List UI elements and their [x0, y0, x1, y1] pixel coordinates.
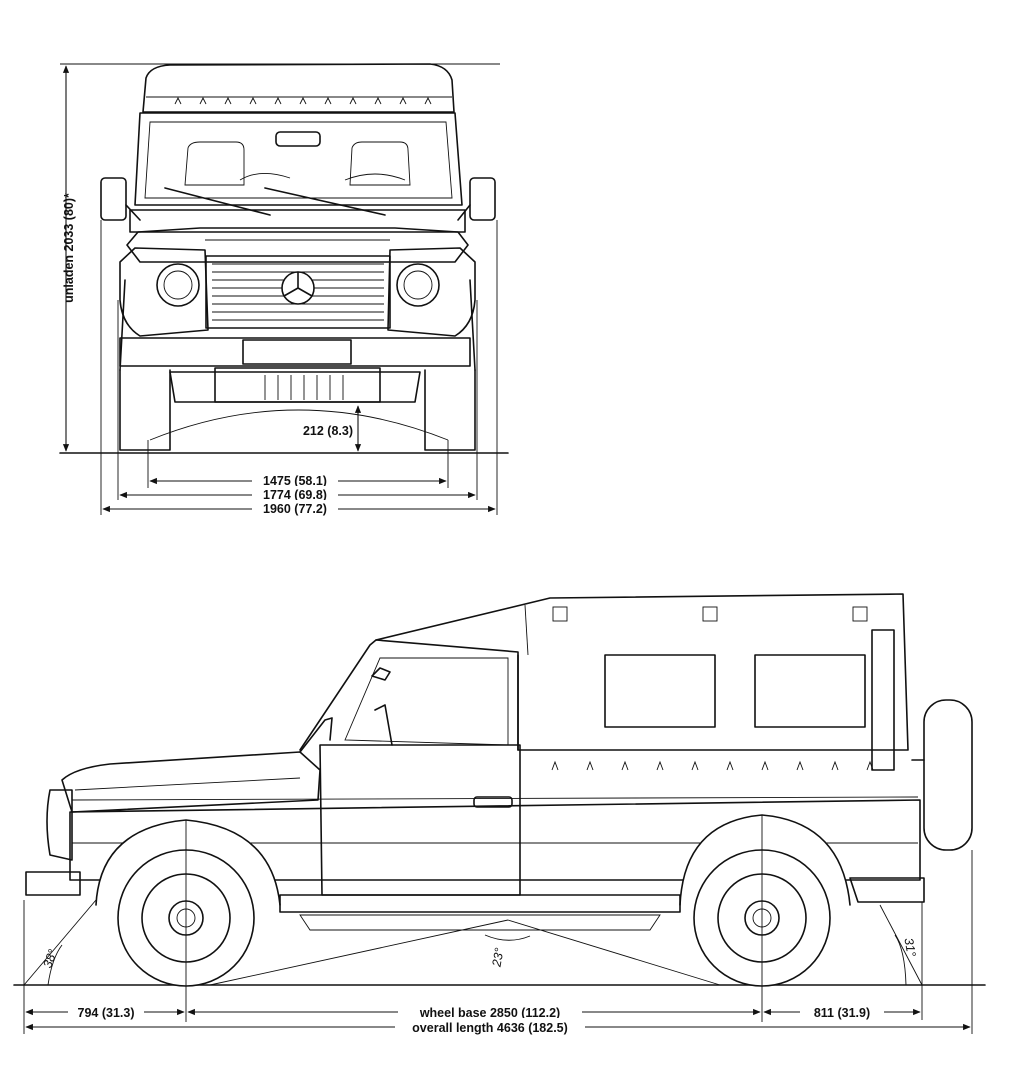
side-mirror-right — [469, 177, 496, 221]
front-bumper-side — [25, 871, 81, 896]
front-clearance-arc — [149, 409, 449, 441]
breakover-line-front — [209, 919, 509, 986]
headlight-right — [396, 263, 440, 307]
overall-width-label: 1960 (77.2) — [263, 502, 327, 516]
approach-angle-line — [23, 899, 97, 986]
windshield-side — [299, 717, 333, 753]
side-view: 38° 23° 31° 794 (31.3) wheel base 2850 (… — [13, 593, 986, 1035]
seat-left — [184, 141, 245, 186]
canopy-clip-1 — [552, 606, 568, 622]
door-window — [344, 657, 509, 746]
canopy-window-rear — [754, 654, 866, 728]
front-roof — [142, 63, 455, 113]
side-sill — [279, 894, 681, 913]
underbody-side — [299, 914, 661, 931]
height-label: unladen 2033 (80)* — [62, 193, 76, 303]
wiper-left — [164, 187, 271, 216]
departure-angle-label: 31° — [901, 937, 918, 958]
headlight-left — [156, 263, 200, 307]
side-mirror — [371, 667, 391, 681]
cowl — [129, 209, 466, 233]
door-handle — [473, 796, 513, 808]
spare-wheel — [923, 699, 973, 851]
canopy-window-front — [604, 654, 716, 728]
front-tyre-right — [424, 369, 476, 451]
rear-bumper-side — [849, 877, 925, 903]
breakover-line-rear — [507, 919, 721, 986]
canopy-fasteners — [551, 760, 874, 771]
canopy-rear-strut — [871, 629, 895, 771]
body-width-label: 1774 (69.8) — [263, 488, 327, 502]
overall-length-label: overall length 4636 (182.5) — [412, 1021, 568, 1035]
front-windshield-frame — [134, 112, 463, 206]
side-body-panel — [69, 799, 921, 881]
front-axle-housing — [214, 367, 381, 403]
front-overhang-label: 794 (31.3) — [78, 1006, 135, 1020]
front-bumper — [119, 337, 471, 367]
front-tyre-left — [119, 369, 171, 451]
side-mirror-left — [100, 177, 127, 221]
wheelbase-label: wheel base 2850 (112.2) — [419, 1006, 560, 1020]
front-grille — [205, 255, 391, 329]
front-end-side — [46, 789, 73, 861]
canopy-clip-2 — [702, 606, 718, 622]
departure-angle-line — [879, 904, 923, 986]
approach-angle-label: 38° — [40, 947, 60, 970]
roof-fasteners — [174, 96, 432, 105]
track-label: 1475 (58.1) — [263, 474, 327, 488]
side-bonnet — [61, 751, 321, 813]
side-cab — [299, 639, 519, 751]
side-door — [319, 744, 521, 896]
wiper-right — [264, 187, 386, 216]
fender-right — [387, 247, 476, 337]
rear-overhang-label: 811 (31.9) — [814, 1006, 870, 1020]
front-underbody — [169, 371, 421, 403]
breakover-angle-label: 23° — [489, 947, 506, 969]
canopy-clip-3 — [852, 606, 868, 622]
front-view: unladen 2033 (80)* 212 (8.3) 1475 (58.1)… — [59, 63, 509, 516]
front-windshield — [144, 121, 453, 199]
front-bonnet — [126, 227, 469, 263]
license-plate-area — [242, 339, 352, 365]
ground-clearance-label: 212 (8.3) — [303, 424, 353, 438]
seat-right — [349, 141, 411, 186]
rear-view-mirror — [275, 131, 321, 147]
